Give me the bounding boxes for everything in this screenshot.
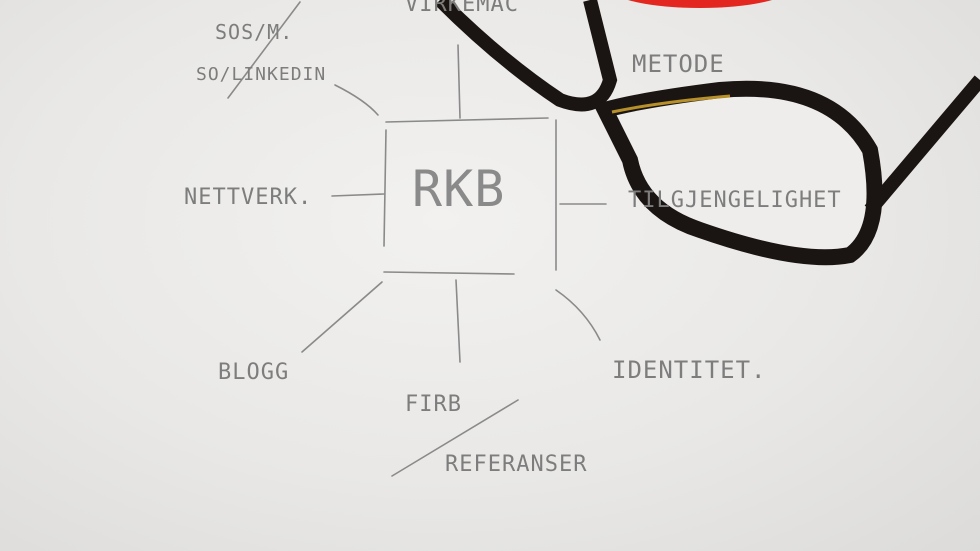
red-object bbox=[628, 0, 772, 8]
node-nettverk: NETTVERK. bbox=[184, 185, 313, 210]
slash-sos bbox=[227, 1, 301, 99]
node-identitet: IDENTITET. bbox=[612, 356, 767, 384]
slash-firb bbox=[391, 399, 519, 477]
branch-left bbox=[331, 193, 385, 197]
center-label: RKB bbox=[412, 160, 506, 218]
center-box bbox=[383, 117, 557, 275]
node-firb: FIRB bbox=[405, 392, 462, 417]
node-metode: METODE bbox=[632, 50, 725, 78]
node-blogg: BLOGG bbox=[218, 360, 290, 385]
branch-bottom bbox=[455, 279, 461, 363]
branch-bottom-right bbox=[555, 289, 601, 341]
node-tilgjengelighet: TILGJENGELIGHET bbox=[628, 188, 842, 213]
node-virkemidler: VIRKEMAC bbox=[405, 0, 519, 17]
glasses-icon bbox=[435, 0, 980, 266]
node-sos: SOS/M. bbox=[215, 20, 294, 44]
branch-bottom-left bbox=[301, 281, 383, 353]
node-linkedin: SO/LINKEDIN bbox=[196, 64, 327, 85]
branch-top bbox=[457, 44, 461, 119]
branch-top-left bbox=[334, 84, 379, 116]
node-referanser: REFERANSER bbox=[445, 452, 588, 477]
